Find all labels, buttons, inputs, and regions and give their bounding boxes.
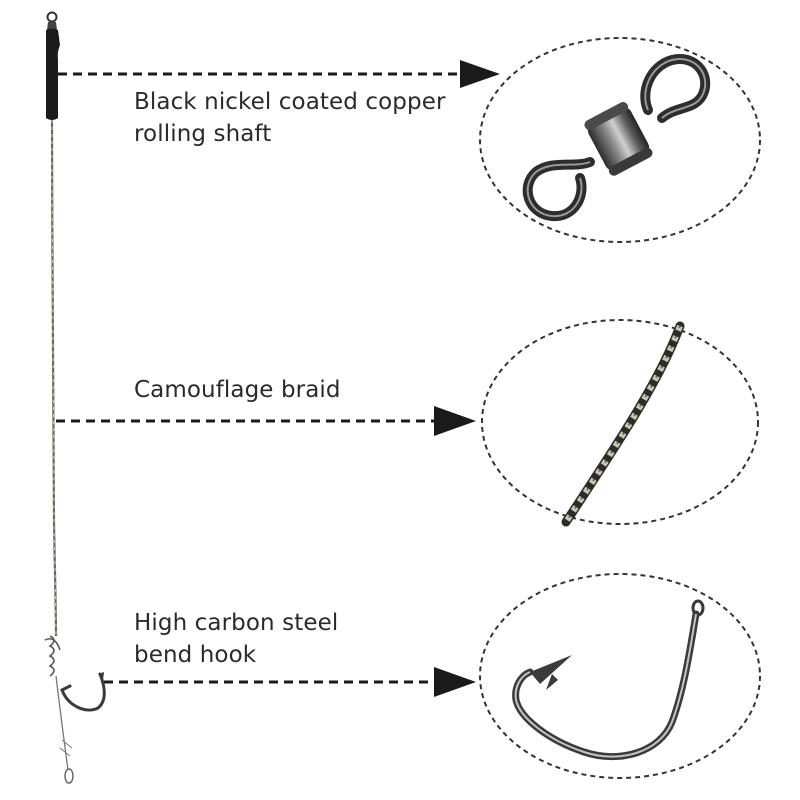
rig-knot xyxy=(44,635,61,677)
hook-label-line-2: bend hook xyxy=(134,642,257,668)
detail-circle xyxy=(479,573,761,779)
hook-label: High carbon steel bend hook xyxy=(134,607,338,671)
callout-braid xyxy=(56,319,759,527)
swivel-label-line-2: rolling shaft xyxy=(134,121,272,147)
rig-hook-icon xyxy=(60,672,106,712)
swivel-label-line-1: Black nickel coated copper xyxy=(134,89,446,115)
braid-label-line-1: Camouflage braid xyxy=(134,377,341,403)
rig-swivel-icon xyxy=(46,11,58,30)
braid-icon xyxy=(561,321,685,527)
arrowhead xyxy=(434,406,476,436)
braid-label: Camouflage braid xyxy=(134,374,341,406)
swivel-label: Black nickel coated copper rolling shaft xyxy=(134,86,446,150)
hook-label-line-1: High carbon steel xyxy=(134,610,339,636)
detail-circle xyxy=(481,319,759,525)
rig-hair-loop xyxy=(64,768,74,784)
swivel-icon xyxy=(522,54,711,222)
rig-sleeve xyxy=(46,28,60,120)
rig-hair xyxy=(55,675,69,771)
detail-circle xyxy=(479,37,761,243)
callout-hook xyxy=(104,573,761,779)
hook-icon xyxy=(512,599,705,761)
callout-swivel xyxy=(58,37,761,243)
arrowhead xyxy=(460,60,500,88)
arrowhead xyxy=(434,667,476,697)
full-rig xyxy=(44,11,106,784)
